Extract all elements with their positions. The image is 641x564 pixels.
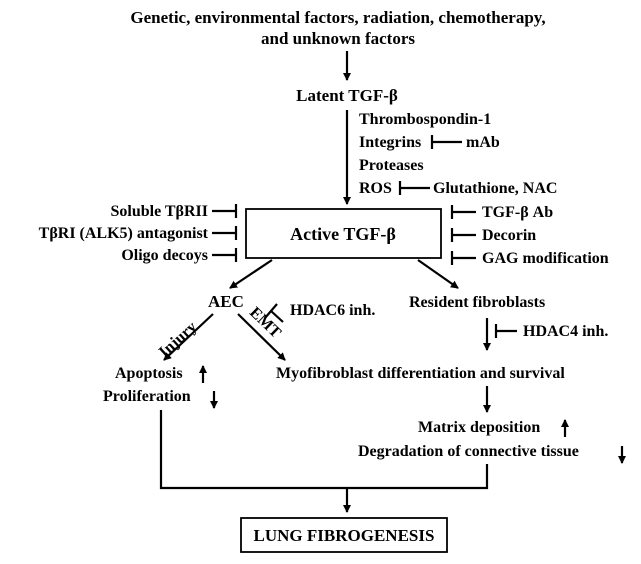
inhibit-hdac4 [494, 324, 517, 338]
emt-label: EMT [246, 304, 284, 342]
top-factors-line1: Genetic, environmental factors, radiatio… [130, 8, 545, 27]
left-inhibition-bars [212, 204, 238, 262]
lung-fibrogenesis-box [240, 517, 448, 553]
converging-lines [159, 410, 489, 490]
active-tgfb-label: Active TGF-β [290, 224, 396, 244]
right-inhibitor-tgfb-ab: TGF-β Ab [482, 204, 553, 221]
left-inhibitor-soluble: Soluble TβRII [110, 203, 208, 220]
resident-fibroblasts-label: Resident fibroblasts [409, 294, 545, 311]
inhibit-integrins [430, 135, 462, 149]
arrow-active-to-aec [229, 259, 273, 289]
glutathione-nac-label: Glutathione, NAC [433, 180, 557, 197]
hdac4-label: HDAC4 inh. [523, 323, 608, 340]
hdac6-label: HDAC6 inh. [290, 302, 375, 319]
apoptosis-label: Apoptosis [115, 365, 183, 382]
right-inhibition-bars [450, 205, 476, 265]
degradation-label: Degradation of connective tissue [358, 443, 579, 460]
mab-label: mAb [466, 134, 500, 151]
top-factors-line2: and unknown factors [261, 29, 415, 48]
thrombospondin-label: Thrombospondin-1 [359, 111, 491, 128]
latent-tgfb-label: Latent TGF-β [296, 86, 398, 105]
inhibit-ros [398, 181, 430, 195]
right-inhibitor-decorin: Decorin [482, 227, 536, 244]
ros-label: ROS [359, 180, 392, 197]
lung-fibrogenesis-label: LUNG FIBROGENESIS [254, 526, 435, 545]
active-tgfb-box [245, 208, 442, 259]
proliferation-label: Proliferation [103, 388, 191, 405]
inhibit-hdac6 [264, 303, 284, 323]
injury-label: Injury [156, 318, 200, 360]
aec-label: AEC [208, 292, 244, 311]
matrix-deposition-label: Matrix deposition [418, 419, 540, 436]
arrow-aec-to-myofibroblast [237, 313, 286, 361]
arrow-active-to-fibroblasts [417, 259, 459, 289]
left-inhibitor-oligo: Oligo decoys [121, 247, 208, 264]
left-inhibitor-alk5: TβRI (ALK5) antagonist [39, 225, 209, 242]
integrins-label: Integrins [359, 134, 421, 151]
right-inhibitor-gag: GAG modification [482, 250, 609, 267]
arrow-aec-to-apoptosis [163, 313, 214, 361]
myofibroblast-label: Myofibroblast differentiation and surviv… [276, 365, 565, 382]
proteases-label: Proteases [359, 157, 424, 174]
